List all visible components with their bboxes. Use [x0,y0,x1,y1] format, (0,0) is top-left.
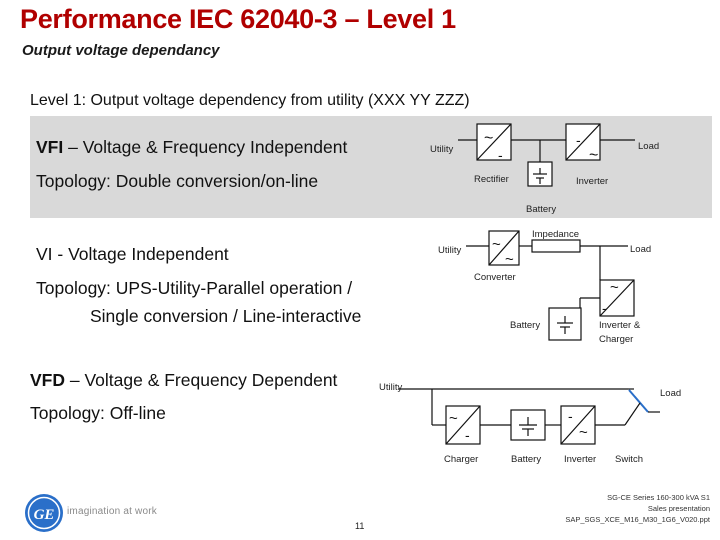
vi-converter-label: Converter [474,272,516,283]
vi-impedance-box [531,239,581,253]
svg-text:-: - [568,408,573,424]
vi-battery-label: Battery [510,320,541,331]
footer-line-2: Sales presentation [647,504,710,513]
vfd-inverter-label: Inverter [564,454,597,465]
vi-heading-rest: - Voltage Independent [52,244,229,264]
vi-diagram [466,230,635,341]
vi-impedance-label: Impedance [532,229,580,240]
svg-text:~: ~ [492,236,501,253]
vi-load-label: Load [630,244,652,255]
vfi-diagram [458,123,635,187]
page-subtitle: Output voltage dependancy [22,42,220,59]
footer-info: SG-CE Series 160-300 kVA S1 Sales presen… [565,492,710,525]
vi-battery-box [548,307,582,341]
vfd-charger-diagonal [445,405,481,445]
svg-text:-: - [498,147,503,163]
vfi-utility-label: Utility [430,144,454,155]
vfi-load-label: Load [638,141,660,152]
svg-text:-: - [465,427,470,443]
vi-converter-diagonal [488,230,520,266]
svg-text:~: ~ [610,279,619,296]
vfd-heading-rest: – Voltage & Frequency Dependent [65,370,338,390]
vfi-heading-bold: VFI [36,137,64,157]
footer-line-1: SG-CE Series 160-300 kVA S1 [607,493,710,502]
svg-text:~: ~ [505,251,514,268]
vfi-inverter-diagonal [565,123,601,161]
vfd-switch-label: Switch [615,454,643,465]
vi-topology-line2: Single conversion / Line-interactive [90,306,362,326]
vi-heading-bold: VI [36,244,53,264]
vfi-battery-label: Battery [526,204,557,215]
level-heading: Level 1: Output voltage dependency from … [30,92,470,109]
vfd-load-label: Load [660,388,682,399]
vfi-rectifier-diagonal [476,123,512,161]
footer-line-3: SAP_SGS_XCE_M16_M30_1G6_V020.ppt [565,515,710,524]
vfd-heading-bold: VFD [30,370,65,390]
svg-text:~: ~ [484,130,493,147]
svg-text:~: ~ [579,424,588,441]
vfd-switch-blade [628,389,649,413]
page-title: Performance IEC 62040-3 – Level 1 [20,4,456,34]
vfd-charger-label: Charger [444,454,479,465]
vfi-heading: VFI – Voltage & Frequency Independent [36,137,347,158]
vfd-inverter-diagonal [560,405,596,445]
vi-inverter-charger-label-1: Inverter & [599,320,641,331]
vi-inverter-charger-label-2: Charger [599,334,634,345]
vi-utility-label: Utility [438,245,462,256]
ge-tagline: imagination at work [67,506,157,517]
vfi-inverter-label: Inverter [576,176,609,187]
vi-topology-line1: Topology: UPS-Utility-Parallel operation… [36,278,353,298]
ge-logo-icon: GE [25,494,63,532]
svg-text:-: - [576,132,581,148]
vi-inverter-diagonal [599,279,635,317]
page-number: 11 [355,521,365,531]
vfi-rectifier-label: Rectifier [474,174,509,185]
vi-heading: VI - Voltage Independent [36,244,229,265]
vfd-utility-label: Utility [379,382,403,393]
svg-text:-: - [602,300,607,316]
svg-text:~: ~ [449,410,458,427]
vfd-diagram [398,388,660,445]
svg-text:GE: GE [34,507,55,523]
vfd-topology: Topology: Off-line [30,403,166,423]
svg-text:~: ~ [589,147,598,164]
vfi-topology: Topology: Double conversion/on-line [36,171,319,191]
vfd-battery-label: Battery [511,454,542,465]
vfd-heading: VFD – Voltage & Frequency Dependent [30,370,337,391]
vfi-heading-rest: – Voltage & Frequency Independent [63,137,348,157]
